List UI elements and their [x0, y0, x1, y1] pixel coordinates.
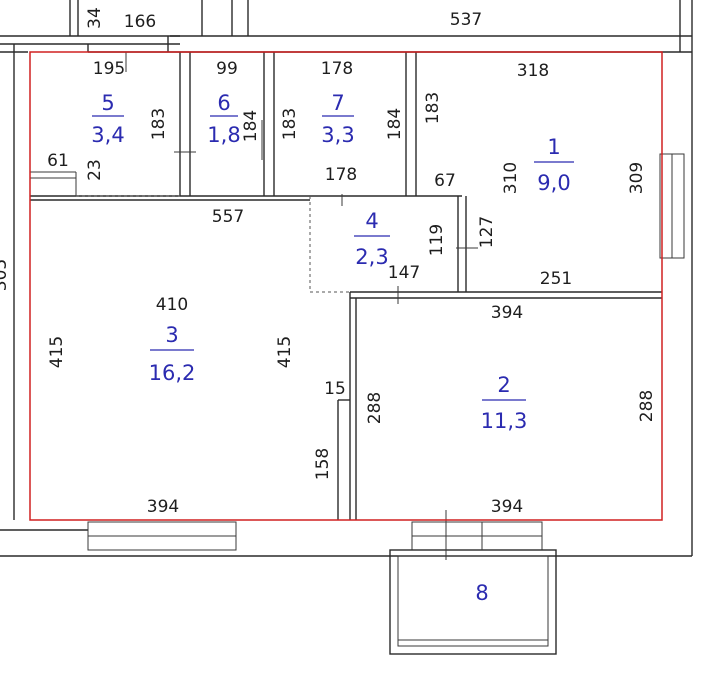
room-4-area: 2,3 [355, 245, 388, 269]
dim-partition-158: 158 [313, 448, 333, 480]
dim-r1-height-right: 309 [627, 162, 647, 194]
dim-r1-step: 67 [434, 171, 456, 191]
dim-r3-height-right: 415 [275, 336, 295, 368]
dim-r5-notch-w: 61 [47, 151, 69, 171]
dim-r1-width: 318 [517, 61, 549, 81]
dim-r5-notch-h: 23 [85, 159, 105, 181]
dim-r7-height-left: 183 [280, 108, 300, 140]
dim-top-166: 166 [124, 12, 156, 32]
interior-walls [30, 52, 662, 520]
dim-r4-height: 119 [427, 224, 447, 256]
room-8-number: 8 [475, 581, 488, 605]
dim-r7-height-right: 184 [385, 108, 405, 140]
dim-partition-15: 15 [324, 379, 346, 399]
room-6-area: 1,8 [207, 123, 240, 147]
room-5-area: 3,4 [91, 123, 124, 147]
dim-left-edge-partial: 305 [0, 259, 11, 291]
dim-r5-width: 195 [93, 59, 125, 79]
area-outline [29, 51, 663, 521]
dim-r2-height-left: 288 [365, 392, 385, 424]
dim-r3-width-bottom: 394 [147, 497, 179, 517]
dim-top-537: 537 [450, 10, 482, 30]
dim-r6-width: 99 [216, 59, 238, 79]
room-5-number: 5 [101, 91, 114, 115]
room-7-number: 7 [331, 91, 344, 115]
dim-r7-width-bottom: 178 [325, 165, 357, 185]
dim-r3-height-left: 415 [47, 336, 67, 368]
dim-r4-height2: 127 [477, 216, 497, 248]
room-3-number: 3 [165, 323, 178, 347]
room-1-number: 1 [547, 135, 560, 159]
dim-r1-height-mid: 310 [501, 162, 521, 194]
room-3-area: 16,2 [149, 361, 196, 385]
dim-r4-width: 557 [212, 207, 244, 227]
dim-r2-width-top: 394 [491, 303, 523, 323]
room-labels: 5 3,4 6 1,8 7 3,3 1 9,0 4 2,3 3 16,2 2 1… [91, 91, 574, 605]
balcony [389, 549, 557, 655]
dim-r1-height-left: 183 [423, 92, 443, 124]
dim-r5-height: 183 [149, 108, 169, 140]
dimension-labels: 34 166 537 195 183 61 23 99 184 178 183 … [0, 7, 657, 517]
dim-r6-height: 184 [241, 110, 261, 142]
room-7-area: 3,3 [321, 123, 354, 147]
dim-r1-bottom: 251 [540, 269, 572, 289]
dim-top-34: 34 [85, 7, 105, 29]
room-1-area: 9,0 [537, 171, 570, 195]
dim-r2-height-right: 288 [637, 390, 657, 422]
room-4-number: 4 [365, 209, 378, 233]
dim-r2-width-bottom: 394 [491, 497, 523, 517]
windows [87, 153, 685, 551]
dim-r3-width-top: 410 [156, 295, 188, 315]
room-2-number: 2 [497, 373, 510, 397]
door-marks [125, 52, 483, 560]
room-6-number: 6 [217, 91, 230, 115]
dim-r4-bottom: 147 [388, 263, 420, 283]
outer-walls [0, 0, 693, 557]
dim-r7-width-top: 178 [321, 59, 353, 79]
room-2-area: 11,3 [481, 409, 528, 433]
room-4-outline [309, 196, 350, 293]
